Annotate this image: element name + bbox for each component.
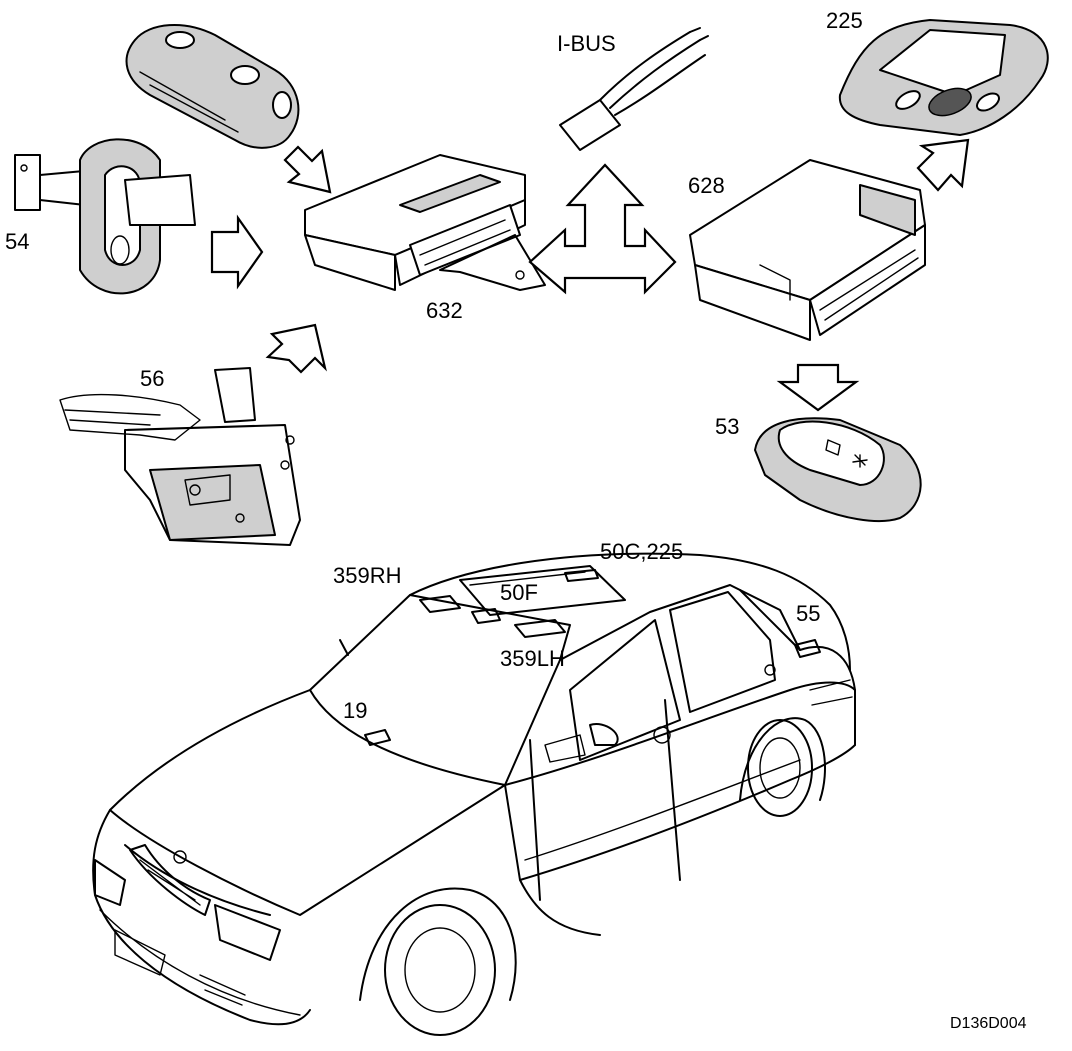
arrow-to-switch-53 (776, 363, 860, 412)
part-55-label: 55 (796, 601, 821, 626)
ibus-label: I-BUS (557, 31, 616, 56)
control-unit-632-component (304, 154, 546, 291)
switch-53-component (754, 417, 922, 522)
part-50c-225-label: 50C,225 (600, 539, 684, 564)
three-way-arrow (528, 163, 677, 295)
part-56-label: 56 (140, 366, 165, 391)
part-359lh-label: 359LH (500, 646, 565, 671)
part-53-label: 53 (715, 414, 740, 439)
door-switch-component (14, 138, 196, 295)
interior-light-225-component (838, 19, 1049, 136)
remote-key-fob-component (125, 24, 300, 149)
signal-arrows (210, 138, 970, 412)
part-50f-label: 50F (500, 580, 538, 605)
part-19-label: 19 (343, 698, 368, 723)
ibus-connector-component (559, 27, 709, 151)
part-632-label: 632 (426, 298, 463, 323)
part-54-label: 54 (5, 229, 30, 254)
control-unit-628-component (689, 159, 926, 341)
arrow-from-hood-switch (265, 323, 327, 374)
drawing-code: D136D004 (950, 1015, 1027, 1032)
part-359rh-label: 359RH (333, 563, 402, 588)
part-628-label: 628 (688, 173, 725, 198)
arrow-to-interior-light (916, 138, 970, 192)
arrow-from-key-fob (283, 145, 332, 194)
hood-switch-component (59, 367, 301, 546)
arrow-from-door-switch (210, 214, 264, 290)
part-225-label: 225 (826, 8, 863, 33)
car-illustration (92, 552, 856, 1036)
